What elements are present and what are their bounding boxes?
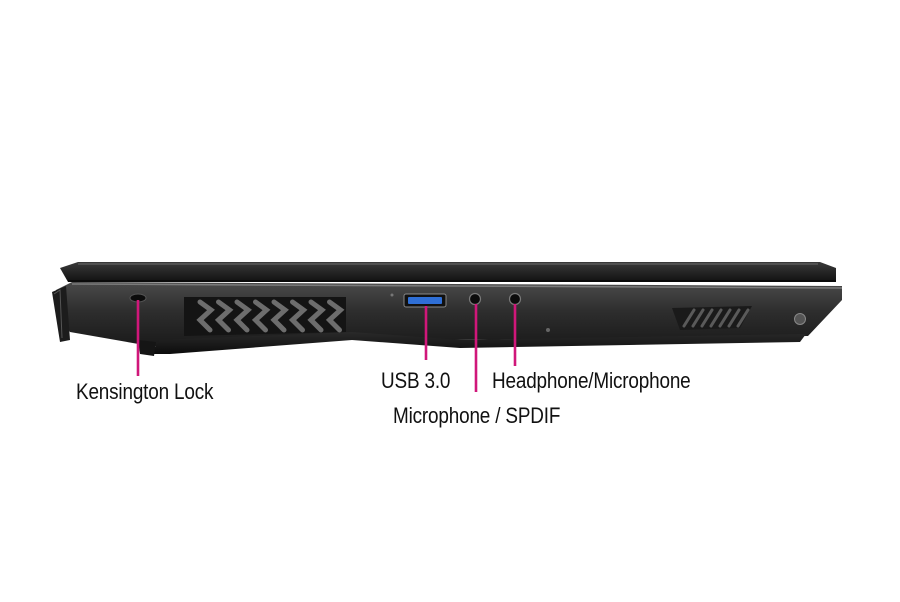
status-led-icon [794,313,806,325]
rear-vent-slat [700,308,714,328]
rear-vent-slat [736,308,750,328]
exhaust-vent [184,297,346,336]
microphone-spdif-label: Microphone / SPDIF [393,403,561,428]
vent-slat [307,299,326,333]
vent-slat [270,299,289,333]
rear-vent-slat [691,308,705,328]
rear-vent-slat [718,308,732,328]
usb-3-0-label: USB 3.0 [381,368,451,393]
kensington-lock-label: Kensington Lock [76,379,214,404]
headphone-microphone-label: Headphone/Microphone [492,368,691,393]
callout-leader-lines [136,300,517,392]
rear-vent-slat [727,308,741,328]
microphone-jack-icon [468,292,482,306]
vent-slat [325,299,345,333]
vent-slat [251,299,271,333]
rear-vent [672,306,752,330]
vent-slat [214,299,234,333]
laptop-lid [60,262,836,282]
headphone-jack-icon [508,292,522,306]
rear-vent-slat [709,308,723,328]
vent-slat [196,299,215,333]
usb-port-icon [403,293,447,308]
rear-vent-slat [682,308,696,328]
vent-slat [288,299,308,333]
vent-slat [233,299,252,333]
